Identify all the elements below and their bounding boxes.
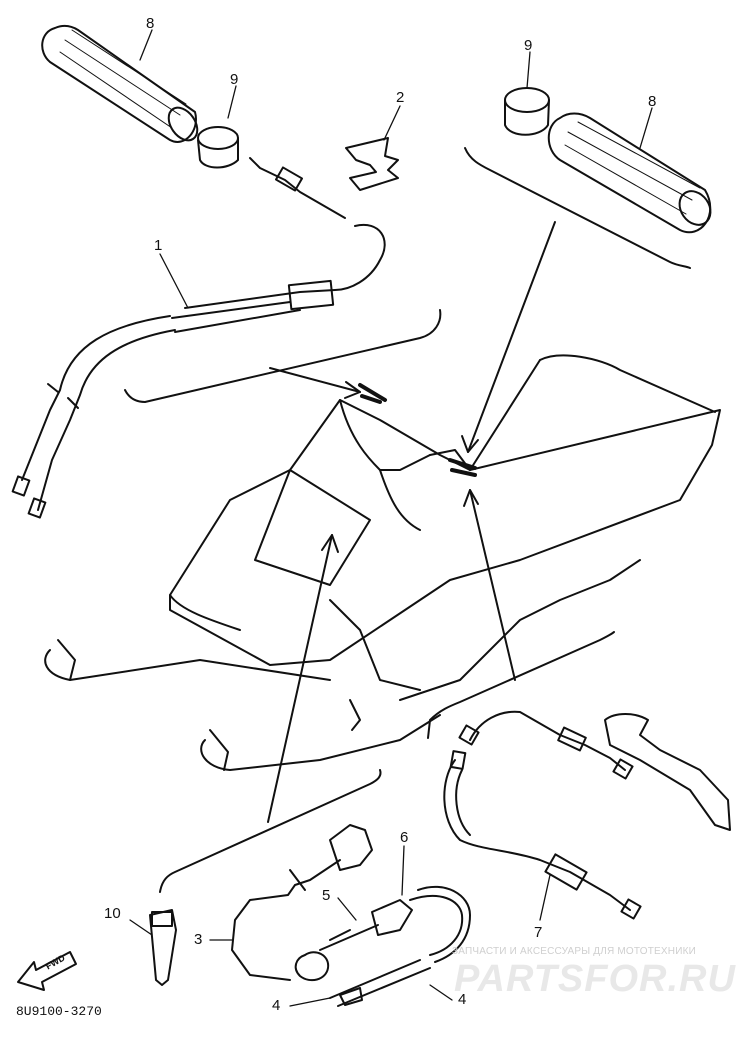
throttle-cable [11, 223, 386, 519]
callout-9-left: 9 [230, 71, 239, 88]
brake-cable [443, 710, 642, 920]
callout-4-left: 4 [272, 997, 281, 1014]
switch-assembly [231, 824, 471, 982]
callout-4-right: 4 [458, 991, 467, 1008]
snowmobile [44, 354, 721, 771]
callout-3: 3 [194, 931, 203, 948]
ring-right [504, 87, 550, 136]
callout-1: 1 [154, 237, 163, 254]
grip-right [547, 112, 712, 234]
leads [329, 959, 431, 1007]
diagram-code: 8U9100-3270 [16, 1004, 102, 1019]
callout-8-right: 8 [648, 93, 657, 110]
throttle-cable-end [249, 157, 346, 219]
watermark-logo: PARTSFOR.RU [454, 958, 736, 1000]
ring-left [197, 126, 239, 169]
callout-6: 6 [400, 829, 409, 846]
clip [345, 137, 399, 191]
callout-8-left: 8 [146, 15, 155, 32]
key [149, 909, 177, 986]
callout-10: 10 [104, 905, 121, 922]
fwd-arrow-icon [17, 951, 77, 991]
callout-2: 2 [396, 89, 405, 106]
grip-left [41, 24, 199, 143]
callout-9-right: 9 [524, 37, 533, 54]
brake-lever [604, 713, 731, 831]
watermark-text: ЗАПЧАСТИ И АКСЕССУАРЫ ДЛЯ МОТОТЕХНИКИ [452, 946, 697, 957]
callout-7: 7 [534, 924, 543, 941]
callout-5: 5 [322, 887, 331, 904]
